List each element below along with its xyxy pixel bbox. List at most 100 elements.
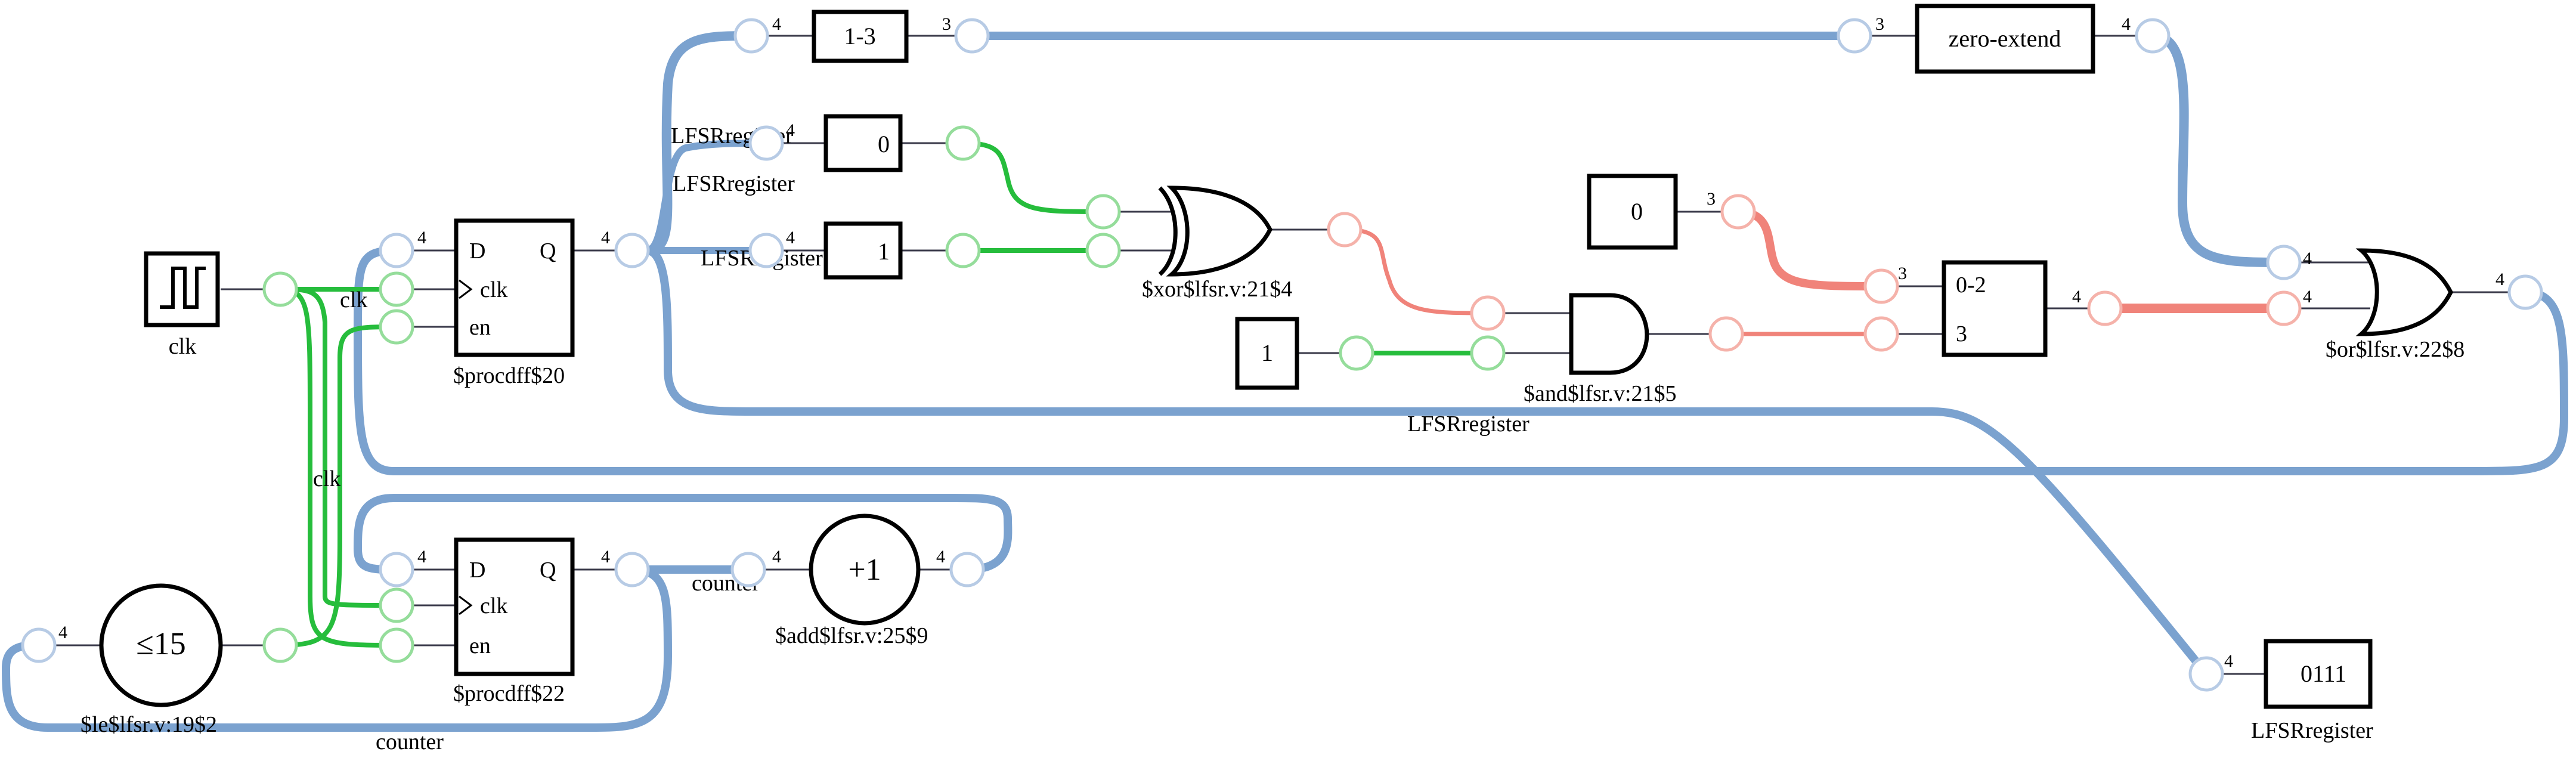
port-slice-in[interactable] — [733, 18, 769, 54]
port-xor-in-a[interactable] — [1085, 194, 1121, 230]
slice-text: 1-3 — [844, 23, 875, 50]
port-xor-in-b[interactable] — [1085, 233, 1121, 268]
xor-label: $xor$lfsr.v:21$4 — [1142, 277, 1292, 302]
bus-or-feedback — [354, 246, 2568, 475]
port-const0right-out[interactable] — [1720, 194, 1756, 230]
or-label: $or$lfsr.v:22$8 — [2326, 337, 2464, 362]
port-add-out[interactable] — [949, 552, 985, 587]
port-clk-out[interactable] — [262, 271, 298, 307]
port-const1low-out[interactable] — [1339, 335, 1374, 371]
const-1-mid-value: 1 — [878, 238, 890, 265]
le-symbol: ≤15 — [136, 626, 186, 661]
port-and-in-b[interactable] — [1470, 335, 1506, 371]
or-gate[interactable]: $or$lfsr.v:22$8 4 4 4 — [2303, 248, 2504, 362]
procdff-22-pin-d: D — [469, 558, 485, 583]
port-const1-out[interactable] — [945, 233, 981, 268]
port-dff22-q[interactable] — [614, 552, 650, 587]
const-0-top-value: 0 — [878, 131, 890, 157]
port-concat-out[interactable] — [2087, 290, 2123, 326]
port-const1-in[interactable] — [748, 233, 784, 268]
concat-width-out: 4 — [2072, 287, 2081, 307]
port-dff22-en[interactable] — [379, 627, 414, 663]
bus-add-feedback — [354, 494, 1013, 574]
procdff-20-pin-clk: clk — [480, 277, 507, 302]
zero-extend[interactable]: zero-extend 3 4 — [1875, 4, 2131, 74]
clk-input-label: clk — [169, 334, 196, 359]
clk-triangle-icon — [459, 279, 473, 299]
concat-cell[interactable]: 0-2 3 3 4 — [1898, 260, 2081, 357]
procdff-20-pin-q: Q — [540, 239, 556, 264]
procdff-20[interactable]: D Q clk en $procdff$20 4 4 — [417, 218, 610, 388]
port-xor-out[interactable] — [1327, 212, 1363, 248]
port-const0-out[interactable] — [945, 125, 981, 161]
wire-label-clk-b: clk — [313, 466, 340, 491]
const-0-right[interactable]: 0 3 — [1587, 174, 1716, 250]
const-0-top-width: 4 — [786, 120, 795, 140]
procdff-22[interactable]: D Q clk en $procdff$22 4 4 — [417, 537, 610, 706]
or-width-in-a: 4 — [2303, 249, 2312, 268]
ports — [21, 18, 2543, 692]
output-value: 0111 — [2301, 660, 2346, 687]
le-width-in: 4 — [58, 623, 67, 642]
const-1-mid-width: 4 — [786, 228, 795, 248]
output-lfsrregister[interactable]: 0111 LFSRregister 4 — [2224, 639, 2373, 743]
port-concat-in-a[interactable] — [1863, 268, 1899, 304]
xor-gate[interactable]: $xor$lfsr.v:21$4 — [1142, 185, 1292, 302]
or-body — [2355, 248, 2453, 336]
port-le-out[interactable] — [262, 627, 298, 663]
zero-extend-width-in: 3 — [1875, 14, 1884, 34]
procdff-20-pin-en: en — [469, 315, 491, 340]
const-0-top[interactable]: 0 4 — [786, 114, 903, 172]
zero-extend-text: zero-extend — [1949, 25, 2061, 52]
port-dff22-d[interactable] — [379, 552, 414, 587]
net-const0right-to-concat — [1734, 208, 1885, 290]
concat-top: 0-2 — [1956, 273, 1986, 298]
xor-body — [1166, 185, 1272, 277]
port-dff22-clk[interactable] — [379, 587, 414, 623]
const-1-mid[interactable]: 1 4 — [786, 221, 903, 280]
slice-1-3[interactable]: 1-3 4 3 — [772, 10, 951, 63]
procdff-22-pin-en: en — [469, 633, 491, 658]
port-dff20-d[interactable] — [379, 233, 414, 268]
add-cell[interactable]: +1 $add$lfsr.v:25$9 4 4 — [772, 513, 945, 648]
port-dff20-q[interactable] — [614, 233, 650, 268]
slice-width-in: 4 — [772, 14, 781, 34]
port-dff20-en[interactable] — [379, 309, 414, 345]
concat-width-in: 3 — [1898, 264, 1907, 283]
const-1-low[interactable]: 1 — [1235, 317, 1299, 390]
net-xor-to-and — [1342, 227, 1490, 315]
concat-bottom: 3 — [1956, 321, 1967, 347]
add-width-out: 4 — [936, 547, 945, 567]
wire-label-lfsr-main: LFSRregister — [1407, 412, 1530, 437]
port-output-in[interactable] — [2188, 656, 2224, 692]
add-width-in: 4 — [772, 547, 781, 567]
procdff-20-width-in: 4 — [417, 228, 426, 248]
port-add-in[interactable] — [730, 552, 766, 587]
port-dff20-clk[interactable] — [379, 271, 414, 307]
port-slice-out[interactable] — [954, 18, 990, 54]
port-and-out[interactable] — [1708, 316, 1744, 352]
procdff-22-pin-clk: clk — [480, 593, 507, 618]
port-or-out[interactable] — [2507, 274, 2543, 310]
port-zext-in[interactable] — [1837, 18, 1872, 54]
procdff-20-width-out: 4 — [601, 228, 610, 248]
and-label: $and$lfsr.v:21$5 — [1524, 381, 1676, 406]
or-width-out: 4 — [2496, 270, 2504, 289]
port-const0-in[interactable] — [748, 125, 784, 161]
le-comparator[interactable]: ≤15 $le$lfsr.v:19$2 4 — [58, 583, 223, 737]
const-0-right-width: 3 — [1707, 189, 1716, 209]
port-or-in-b[interactable] — [2266, 290, 2302, 326]
bus-lfsr-to-slice — [642, 31, 756, 255]
port-and-in-a[interactable] — [1470, 295, 1506, 331]
port-or-in-a[interactable] — [2266, 245, 2302, 280]
port-zext-out[interactable] — [2135, 18, 2171, 54]
port-le-in[interactable] — [21, 627, 57, 663]
or-width-in-b: 4 — [2303, 287, 2312, 307]
bus-lfsr-main-loop — [643, 246, 2210, 678]
const-1-low-value: 1 — [1261, 339, 1273, 366]
clk-input[interactable]: clk — [144, 251, 220, 359]
wire-label-lfsr-b: LFSRregister — [673, 171, 795, 196]
port-concat-in-b[interactable] — [1863, 316, 1899, 352]
net-en-dff20 — [278, 324, 399, 648]
and-gate[interactable]: $and$lfsr.v:21$5 — [1524, 293, 1676, 406]
